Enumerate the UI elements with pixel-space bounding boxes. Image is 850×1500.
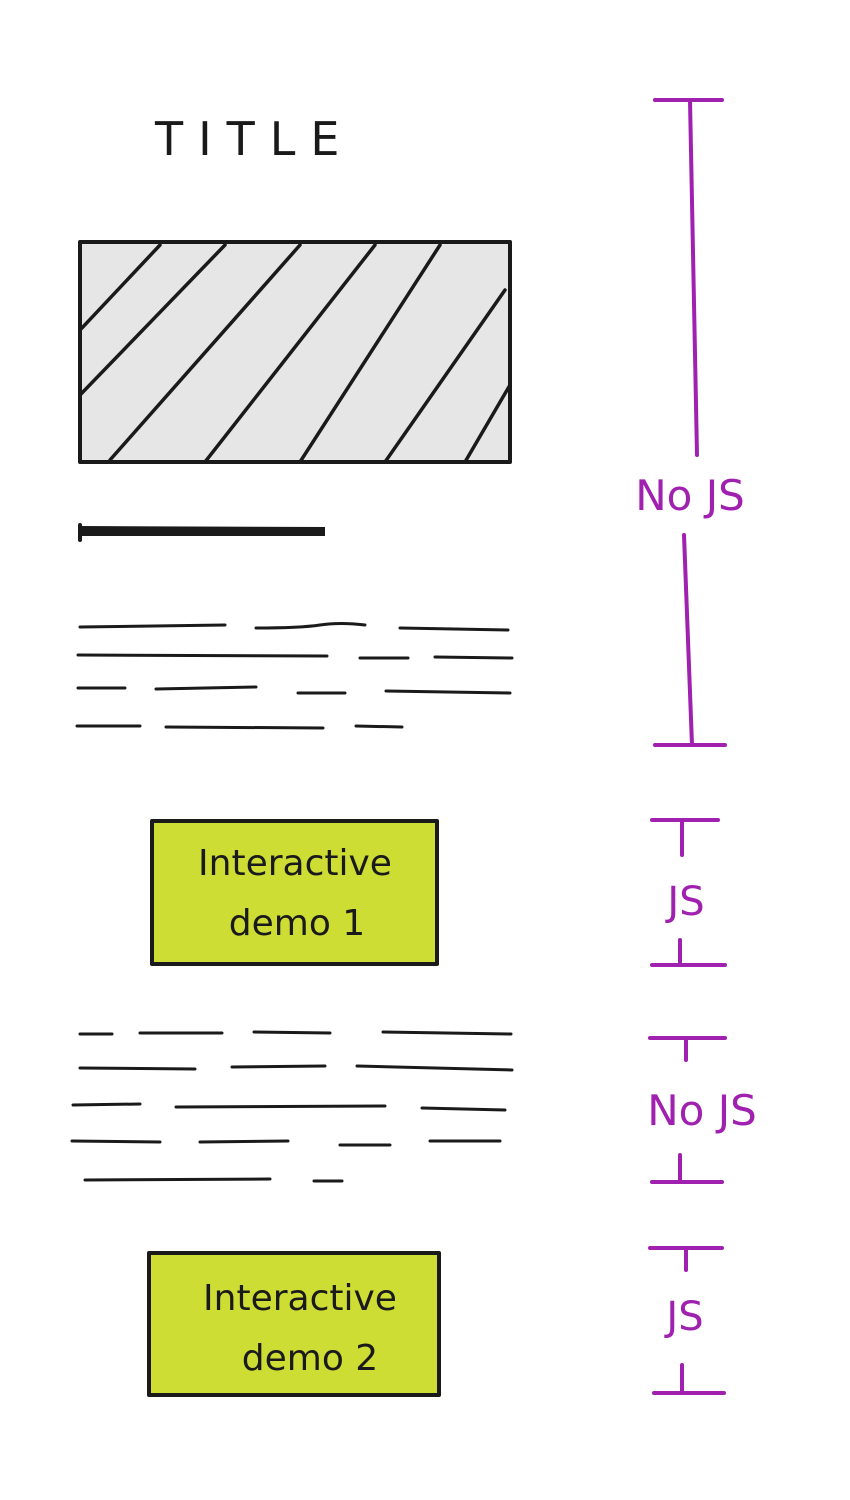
demo-2-label-line1: Interactive <box>203 1278 397 1319</box>
paragraph-2 <box>70 1030 514 1183</box>
heading-bar <box>78 523 325 542</box>
annotation-label-2: JS <box>664 879 704 925</box>
paragraph-1 <box>75 622 514 730</box>
hero-image-placeholder <box>78 240 512 464</box>
hatching-lines <box>80 243 510 462</box>
annotation-label-3: No JS <box>647 1086 757 1135</box>
annotation-bracket-2 <box>650 818 727 967</box>
demo-1-label-line2: demo 1 <box>229 903 365 944</box>
annotation-label-4: JS <box>663 1294 703 1340</box>
demo-2-label-line2: demo 2 <box>242 1338 378 1379</box>
interactive-demo-1[interactable]: Interactive demo 1 <box>150 819 439 966</box>
annotation-label-1: No JS <box>635 471 745 520</box>
page-title: TITLE <box>154 112 354 166</box>
annotation-bracket-1 <box>653 98 727 747</box>
interactive-demo-2[interactable]: Interactive demo 2 <box>147 1251 441 1397</box>
demo-1-label-line1: Interactive <box>198 843 392 884</box>
annotation-bracket-3 <box>648 1036 727 1184</box>
annotation-bracket-4 <box>648 1246 726 1395</box>
